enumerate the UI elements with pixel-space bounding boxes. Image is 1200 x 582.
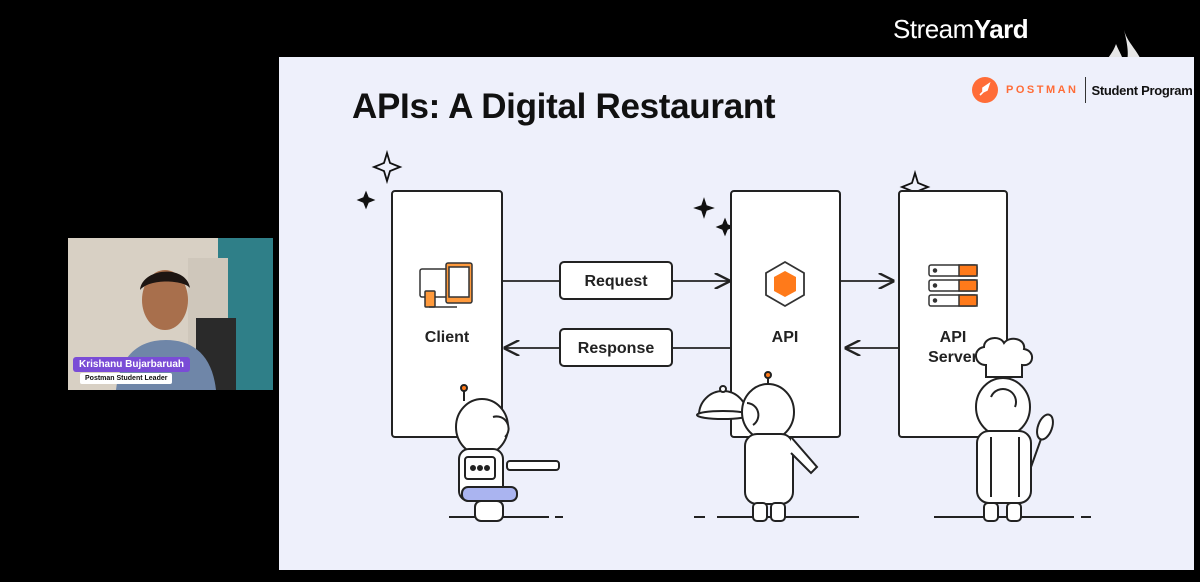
server-rack-icon: [928, 264, 978, 307]
request-pill: [559, 261, 673, 300]
brand-light: Stream: [893, 14, 974, 44]
postman-rocket-icon: [972, 77, 998, 103]
presenter-role-badge: Postman Student Leader: [80, 373, 173, 384]
request-label: Request: [584, 273, 648, 290]
postman-wordmark: POSTMAN: [1006, 84, 1079, 96]
response-label: Response: [578, 340, 655, 357]
api-restaurant-diagram: Client API API Server Request Response: [356, 149, 1091, 522]
brand-bold: Yard: [973, 14, 1029, 44]
api-label: API: [772, 329, 799, 346]
devices-icon: [419, 262, 473, 308]
api-server-label-line2: Server: [928, 349, 978, 366]
customer-astronaut-illustration: [455, 384, 560, 522]
streamyard-logo: StreamYard: [893, 14, 1029, 45]
chef-astronaut-illustration: [975, 337, 1054, 522]
presentation-slide: APIs: A Digital Restaurant POSTMAN Stude…: [279, 57, 1194, 570]
slide-title: APIs: A Digital Restaurant: [352, 87, 776, 126]
api-server-box: [898, 190, 1008, 438]
waiter-astronaut-illustration: [696, 371, 819, 522]
response-pill: [559, 328, 673, 367]
client-box: [391, 190, 503, 438]
presenter-name-badge: Krishanu Bujarbaruah: [73, 357, 191, 372]
api-hexagon-icon: [765, 260, 805, 308]
student-program-label: Student Program: [1091, 82, 1193, 98]
api-server-label-line1: API: [940, 329, 967, 346]
postman-student-program-logo: POSTMAN Student Program: [972, 75, 1193, 105]
client-label: Client: [425, 329, 470, 346]
logo-divider: [1084, 77, 1086, 103]
